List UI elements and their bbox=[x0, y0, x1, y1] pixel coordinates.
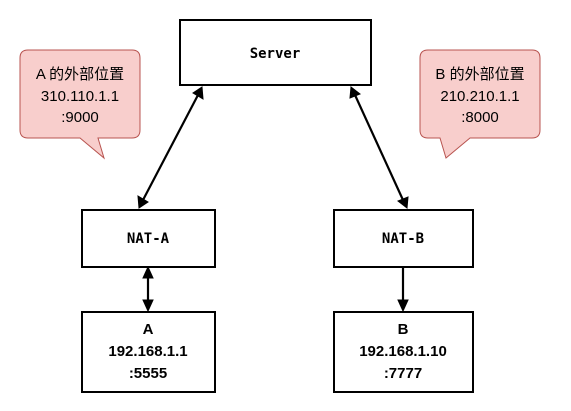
callout-a-line-2: 310.110.1.1 bbox=[41, 88, 119, 105]
nat-a-node: NAT-A bbox=[81, 209, 216, 268]
nat-a-label: NAT-A bbox=[127, 231, 170, 247]
host-a-line-3: :5555 bbox=[129, 365, 167, 382]
callout-b-line-3: :8000 bbox=[461, 109, 499, 126]
server-label: Server bbox=[250, 46, 301, 62]
host-a-line-2: 192.168.1.1 bbox=[108, 343, 187, 360]
host-b-line-2: 192.168.1.10 bbox=[359, 343, 447, 360]
host-b-line-1: B bbox=[398, 321, 409, 338]
nat-b-label: NAT-B bbox=[382, 231, 424, 247]
edges bbox=[137, 86, 409, 313]
host-a-node: A 192.168.1.1 :5555 bbox=[81, 311, 216, 393]
arrowhead-nat-a-side bbox=[137, 195, 149, 209]
arrowhead-server-side-b bbox=[349, 86, 361, 99]
arrowhead-host-a-top bbox=[142, 299, 154, 313]
host-b-node: B 192.168.1.10 :7777 bbox=[333, 311, 474, 393]
arrowhead-nat-b-side bbox=[397, 196, 409, 209]
callout-b: B 的外部位置 210.210.1.1 :8000 bbox=[419, 49, 541, 159]
callout-a-bubble bbox=[19, 49, 141, 160]
callout-a: A 的外部位置 310.110.1.1 :9000 bbox=[19, 49, 141, 160]
nat-b-node: NAT-B bbox=[333, 209, 474, 268]
callout-b-line-2: 210.210.1.1 bbox=[440, 88, 519, 105]
callout-b-line-1: B 的外部位置 bbox=[435, 66, 524, 83]
nat-b-box bbox=[333, 209, 474, 268]
server-node: Server bbox=[179, 19, 372, 86]
host-a-line-1: A bbox=[143, 321, 154, 338]
host-b-line-3: :7777 bbox=[384, 365, 422, 382]
edge-server-nat-b bbox=[353, 94, 405, 201]
host-a-box bbox=[81, 311, 216, 393]
callout-a-line-3: :9000 bbox=[61, 109, 99, 126]
callout-a-line-1: A 的外部位置 bbox=[36, 66, 124, 83]
host-b-box bbox=[333, 311, 474, 393]
callout-b-bubble bbox=[419, 49, 541, 159]
edge-server-nat-a bbox=[142, 94, 199, 201]
arrowhead-server-side-a bbox=[192, 86, 204, 100]
arrowhead-nat-a-bottom bbox=[142, 265, 154, 279]
server-box bbox=[179, 19, 372, 86]
arrowhead-host-b-top bbox=[397, 299, 409, 313]
nat-a-box bbox=[81, 209, 216, 268]
